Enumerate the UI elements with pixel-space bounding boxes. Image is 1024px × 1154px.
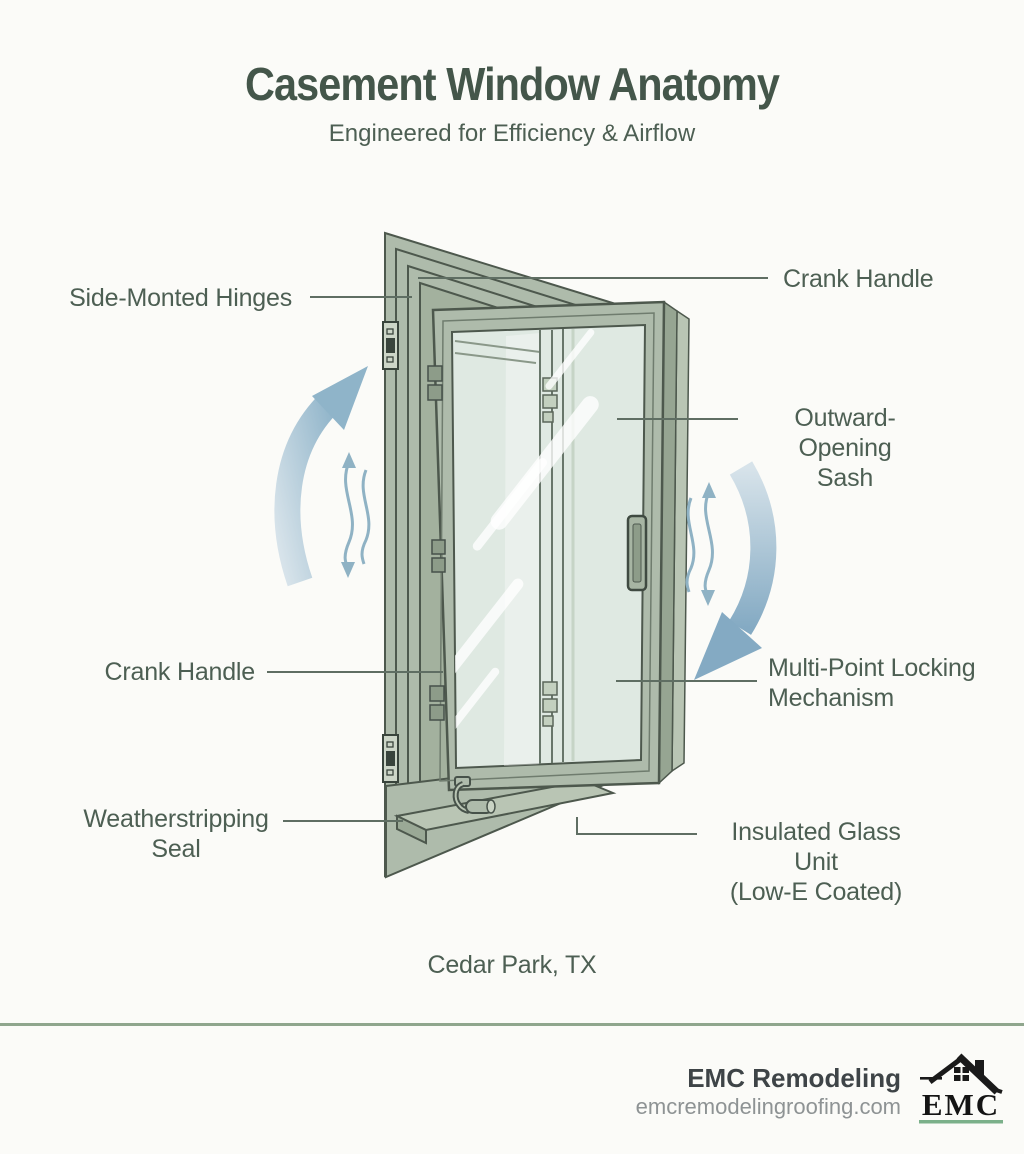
page-title: Casement Window Anatomy bbox=[244, 58, 780, 110]
crank bbox=[452, 776, 496, 814]
arrow-up-icon bbox=[312, 366, 368, 430]
leader-insulated-glass bbox=[576, 817, 697, 835]
logo-text: EMC bbox=[922, 1087, 1000, 1122]
callout-crank-handle-top: Crank Handle bbox=[783, 265, 934, 293]
callout-crank-handle-left: Crank Handle bbox=[104, 658, 256, 686]
airflow-arrows bbox=[274, 366, 777, 680]
footer: EMC Remodeling emcremodelingroofing.com bbox=[636, 1063, 901, 1120]
callout-outward-sash: Outward-Opening Sash bbox=[794, 404, 896, 492]
logo-underline bbox=[919, 1120, 1003, 1124]
header: Casement Window Anatomy Engineered for E… bbox=[0, 58, 1024, 148]
sash-handle bbox=[626, 514, 648, 592]
company-name: EMC Remodeling bbox=[687, 1063, 901, 1093]
hinge-plates bbox=[382, 321, 399, 783]
sash-hinges bbox=[427, 365, 446, 721]
callout-multi-point-lock: Multi-Point Locking Mechanism bbox=[768, 654, 976, 712]
company-website: emcremodelingroofing.com bbox=[635, 1094, 901, 1119]
callout-weatherstripping: Weatherstripping Seal bbox=[83, 805, 269, 863]
roof-icon bbox=[920, 1053, 1003, 1095]
callout-insulated-glass: Insulated Glass Unit (Low-E Coated) bbox=[729, 818, 903, 906]
callout-side-hinges: Side-Monted Hinges bbox=[69, 284, 292, 312]
arrow-down-icon bbox=[694, 612, 762, 680]
footer-divider bbox=[0, 1023, 1024, 1026]
leader-lines bbox=[267, 277, 768, 835]
emc-logo: EMC bbox=[919, 1053, 1003, 1124]
sash bbox=[427, 300, 690, 792]
location-text: Cedar Park, TX bbox=[427, 951, 597, 979]
glass-reflections bbox=[452, 329, 599, 768]
page-subtitle: Engineered for Efficiency & Airflow bbox=[328, 120, 696, 147]
